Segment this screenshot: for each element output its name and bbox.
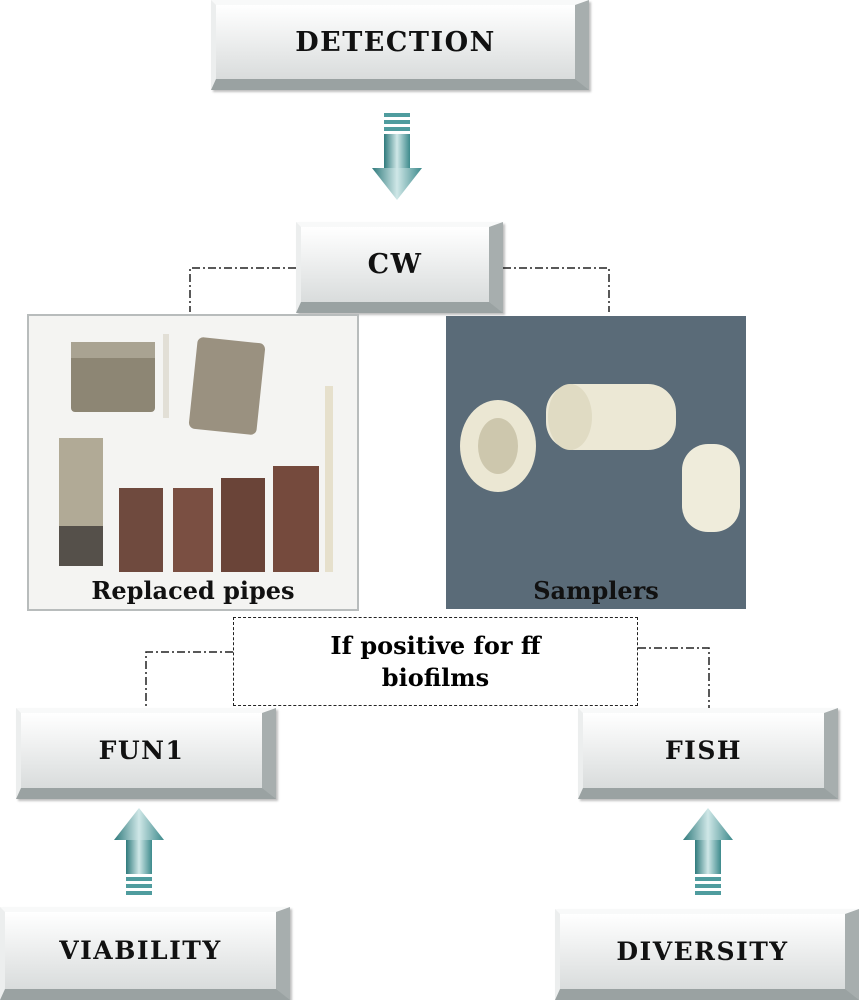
down-arrow-detection-to-cw: [372, 113, 422, 200]
viability-label: VIABILITY: [59, 936, 222, 965]
cw-connector-right: [503, 267, 610, 312]
up-arrow-diversity-to-fish: [683, 808, 733, 895]
replaced-pipes-caption: Replaced pipes: [91, 576, 295, 605]
condition-connector-right: [638, 647, 710, 708]
up-arrow-viability-to-fun1: [114, 808, 164, 895]
fish-label: FISH: [664, 736, 743, 765]
condition-text-line2: biofilms: [381, 662, 490, 692]
pipes-illustration: [59, 334, 333, 572]
cw-connector-left: [189, 267, 296, 312]
viability-box: VIABILITY: [0, 907, 290, 1000]
replaced-pipes-photo: Replaced pipes: [27, 314, 359, 611]
diversity-box: DIVERSITY: [555, 909, 859, 1000]
samplers-photo: Samplers: [446, 316, 746, 609]
condition-box: If positive for ff biofilms: [233, 617, 638, 706]
condition-text: If positive for ff biofilms: [330, 630, 540, 692]
fish-box: FISH: [578, 708, 838, 799]
cw-label: CW: [367, 249, 423, 280]
condition-text-line1: If positive for ff: [330, 631, 541, 661]
detection-label: DETECTION: [295, 26, 496, 58]
fun1-box: FUN1: [16, 708, 276, 799]
samplers-illustration: [460, 384, 740, 532]
diversity-label: DIVERSITY: [616, 937, 789, 966]
samplers-caption: Samplers: [533, 576, 659, 605]
fun1-label: FUN1: [98, 736, 185, 765]
condition-connector-left: [145, 651, 233, 708]
cw-box: CW: [296, 222, 503, 313]
detection-box: DETECTION: [211, 0, 589, 90]
